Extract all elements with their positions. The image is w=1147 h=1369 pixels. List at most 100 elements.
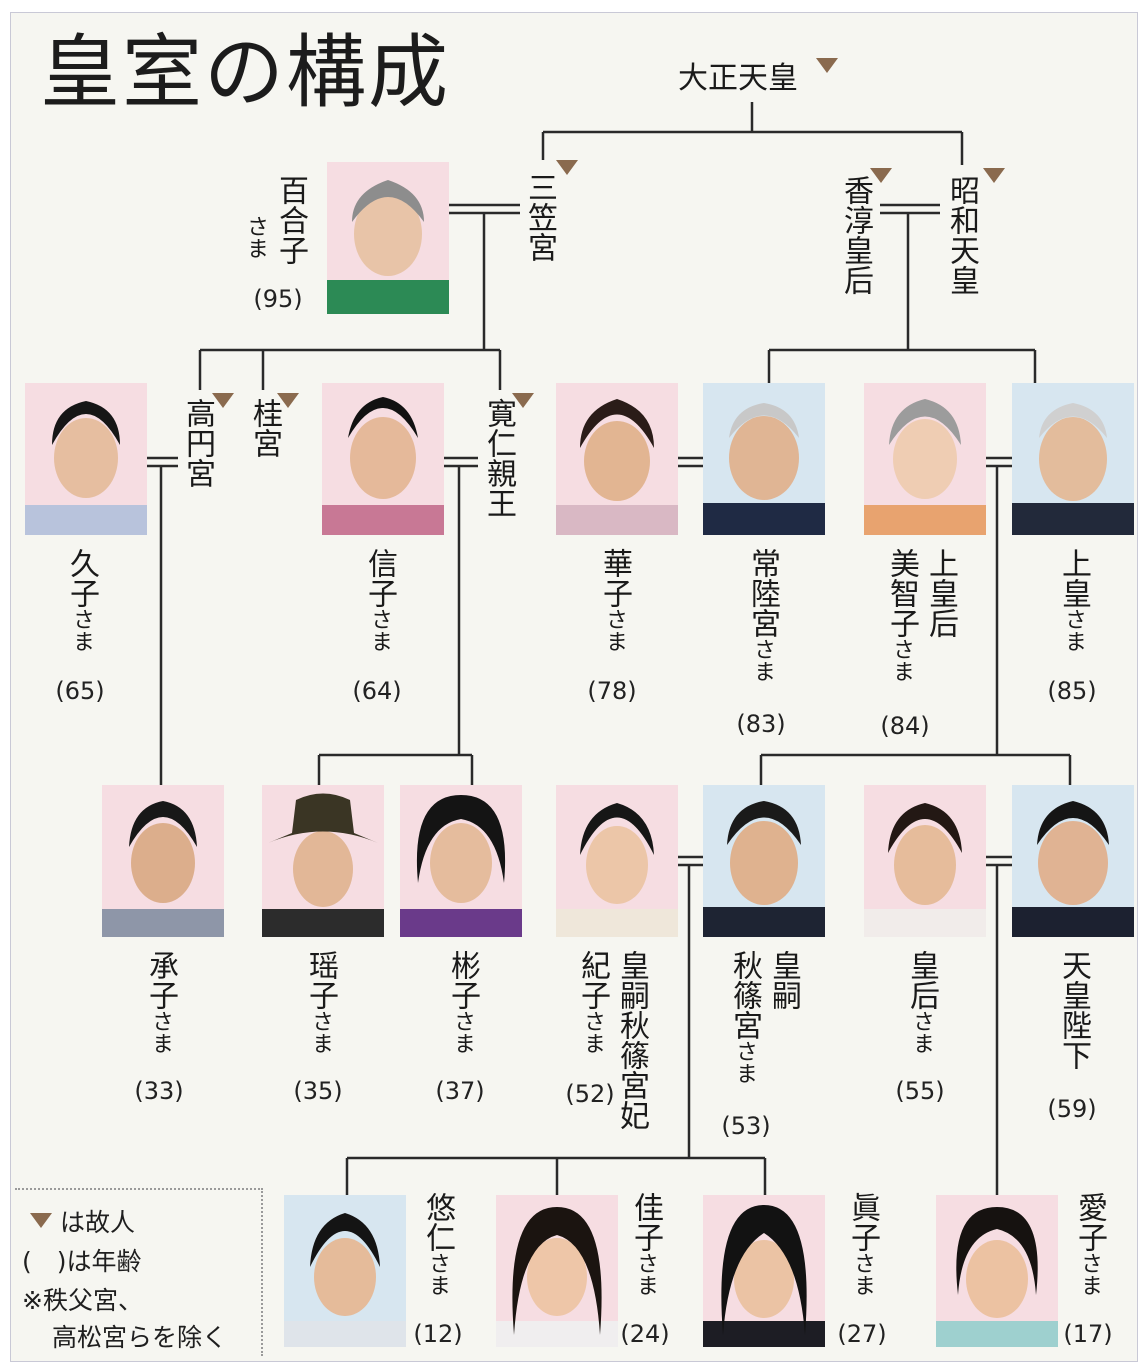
age-hitachi: (83) <box>736 710 786 738</box>
photo-joko <box>1012 383 1134 535</box>
name-yoko: 瑶子 <box>303 950 338 1010</box>
name-tomohito: 寛仁親王 <box>481 398 516 518</box>
chart-title: 皇室の構成 <box>40 26 450 119</box>
name-kojun: 香淳皇后 <box>838 175 873 295</box>
legend-deceased-marker <box>30 1213 52 1228</box>
deceased-marker-taisho <box>816 58 838 73</box>
name-akiko: 彬子 <box>445 950 480 1010</box>
label-hanako: 華子さま <box>597 548 632 652</box>
deceased-marker-katsura <box>277 393 299 408</box>
age-yoko: (35) <box>293 1077 343 1105</box>
name-aiko: 愛子 <box>1072 1192 1107 1252</box>
title-michiko: 上皇后 <box>923 548 958 638</box>
photo-akiko <box>400 785 522 937</box>
name-mako: 眞子 <box>845 1192 880 1252</box>
legend-age-text: ( )は年齢 <box>22 1247 142 1276</box>
label-joko: 上皇さま <box>1056 548 1091 652</box>
honor-nobuko: さま <box>367 608 392 652</box>
age-hanako: (78) <box>587 677 637 705</box>
emperor-taisho-label: 大正天皇 <box>678 61 798 96</box>
honor-akiko: さま <box>450 1010 475 1054</box>
label-hitachi: 常陸宮さま <box>745 548 780 682</box>
label-yoko: 瑶子さま <box>303 950 338 1054</box>
label-mako: 眞子さま <box>845 1192 880 1296</box>
label-akiko: 彬子さま <box>445 950 480 1054</box>
label-aiko: 愛子さま <box>1072 1192 1107 1296</box>
deceased-marker-kojun <box>870 168 892 183</box>
honor-hanako: さま <box>602 608 627 652</box>
age-aiko: (17) <box>1063 1320 1113 1348</box>
legend-deceased-text: は故人 <box>60 1208 136 1237</box>
photo-hisahito <box>284 1195 406 1347</box>
honor-hitachi: さま <box>750 638 775 682</box>
name-takamado: 高円宮 <box>180 398 215 488</box>
label-tsuguko: 承子さま <box>143 950 178 1054</box>
photo-akishino <box>703 785 825 937</box>
age-akiko: (37) <box>435 1077 485 1105</box>
photo-yoko <box>262 785 384 937</box>
diagram-canvas <box>10 12 1138 1362</box>
honor-yoko: さま <box>308 1010 333 1054</box>
photo-hitachi <box>703 383 825 535</box>
name-michiko: 美智子 <box>884 548 919 638</box>
label-kojun: 香淳皇后 <box>838 175 873 295</box>
age-hisako: (65) <box>55 677 105 705</box>
name-hisako: 久子 <box>64 548 99 608</box>
label-tomohito: 寛仁親王 <box>481 398 516 518</box>
deceased-marker-takamado <box>212 393 234 408</box>
name-hitachi: 常陸宮 <box>745 548 780 638</box>
age-mako: (27) <box>837 1320 887 1348</box>
honor-kiko: さま <box>580 1010 605 1054</box>
photo-yuriko <box>327 162 449 314</box>
photo-hanako <box>556 383 678 535</box>
label-kogo: 皇后さま <box>904 950 939 1054</box>
label-mikasa: 三笠宮 <box>522 172 557 262</box>
label-tenno: 天皇陛下 <box>1056 950 1091 1070</box>
age-akishino: (53) <box>721 1112 771 1140</box>
name-nobuko: 信子 <box>362 548 397 608</box>
photo-kiko <box>556 785 678 937</box>
legend-box <box>15 1188 263 1356</box>
photo-tenno <box>1012 785 1134 937</box>
age-michiko: (84) <box>880 712 930 740</box>
age-hisahito: (12) <box>413 1320 463 1348</box>
name-hanako: 華子 <box>597 548 632 608</box>
photo-kako <box>496 1195 618 1347</box>
photo-hisako <box>25 383 147 535</box>
photo-michiko <box>864 383 986 535</box>
title-akishino: 皇嗣 <box>766 950 801 1010</box>
age-tsuguko: (33) <box>134 1077 184 1105</box>
name-kako: 佳子 <box>628 1192 663 1252</box>
label-michiko: 上皇后 美智子さま <box>884 548 958 682</box>
photo-mako <box>703 1195 825 1347</box>
label-kako: 佳子さま <box>628 1192 663 1296</box>
honor-hisahito: さま <box>425 1252 450 1296</box>
label-akishino: 皇嗣 秋篠宮さま <box>727 950 801 1084</box>
honor-joko: さま <box>1061 608 1086 652</box>
photo-nobuko <box>322 383 444 535</box>
name-katsura: 桂宮 <box>247 398 282 458</box>
label-hisako: 久子さま <box>64 548 99 652</box>
honor-kogo: さま <box>909 1010 934 1054</box>
name-tenno: 天皇陛下 <box>1056 950 1091 1070</box>
photo-kogo <box>864 785 986 937</box>
label-katsura: 桂宮 <box>247 398 282 458</box>
honor-kako: さま <box>633 1252 658 1296</box>
name-akishino: 秋篠宮 <box>727 950 762 1040</box>
label-hisahito: 悠仁さま <box>420 1192 455 1296</box>
deceased-marker-showa <box>983 168 1005 183</box>
honor-aiko: さま <box>1077 1252 1102 1296</box>
label-takamado: 高円宮 <box>180 398 215 488</box>
honor-hisako: さま <box>69 608 94 652</box>
label-showa: 昭和天皇 <box>944 175 979 295</box>
honor-tsuguko: さま <box>148 1010 173 1054</box>
age-joko: (85) <box>1047 677 1097 705</box>
age-yuriko: (95) <box>253 285 303 313</box>
name-mikasa: 三笠宮 <box>522 172 557 262</box>
photo-aiko <box>936 1195 1058 1347</box>
name-kogo: 皇后 <box>904 950 939 1010</box>
honor-michiko: さま <box>889 638 914 682</box>
name-tsuguko: 承子 <box>143 950 178 1010</box>
